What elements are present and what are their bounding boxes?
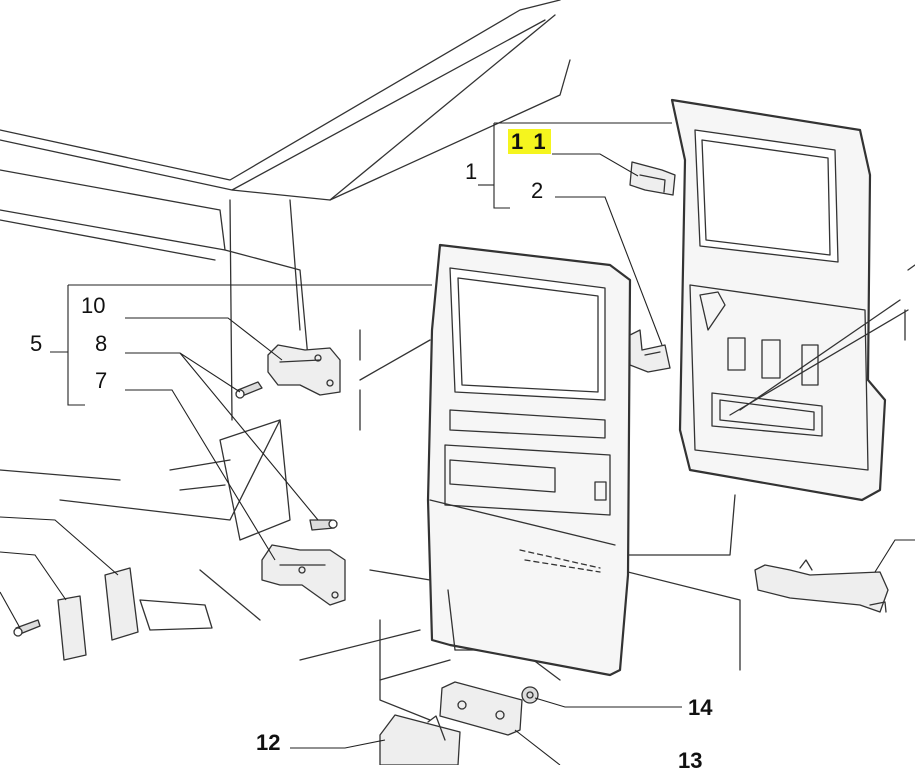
plate-part-13 <box>439 681 523 736</box>
callout-11: 1 1 <box>508 129 551 154</box>
hinge-part-10 <box>267 344 341 396</box>
hinge-part-7 <box>261 544 346 606</box>
nut-part-14 <box>521 686 539 704</box>
callout-12: 12 <box>256 730 281 755</box>
leader-lines <box>0 122 915 765</box>
right-rear-door <box>670 98 915 502</box>
block-part-12 <box>379 714 461 765</box>
callout-13: 13 <box>678 748 703 773</box>
left-rear-door <box>426 243 632 677</box>
callout-5: 5 <box>30 331 43 356</box>
callout-11-highlight: 1 1 <box>508 129 551 154</box>
callout-14: 14 <box>688 695 713 720</box>
callout-1: 1 <box>465 159 478 184</box>
door-check-strap <box>13 567 213 661</box>
callout-7: 7 <box>95 368 108 393</box>
door-latch <box>754 559 889 613</box>
callout-2: 2 <box>531 178 544 203</box>
hinge-part-11 <box>629 161 676 196</box>
hinge-part-2 <box>629 329 671 373</box>
callout-10: 10 <box>81 293 106 318</box>
callout-8: 8 <box>95 331 108 356</box>
bolt-part-8 <box>235 381 338 531</box>
van-body-outline <box>0 0 741 721</box>
